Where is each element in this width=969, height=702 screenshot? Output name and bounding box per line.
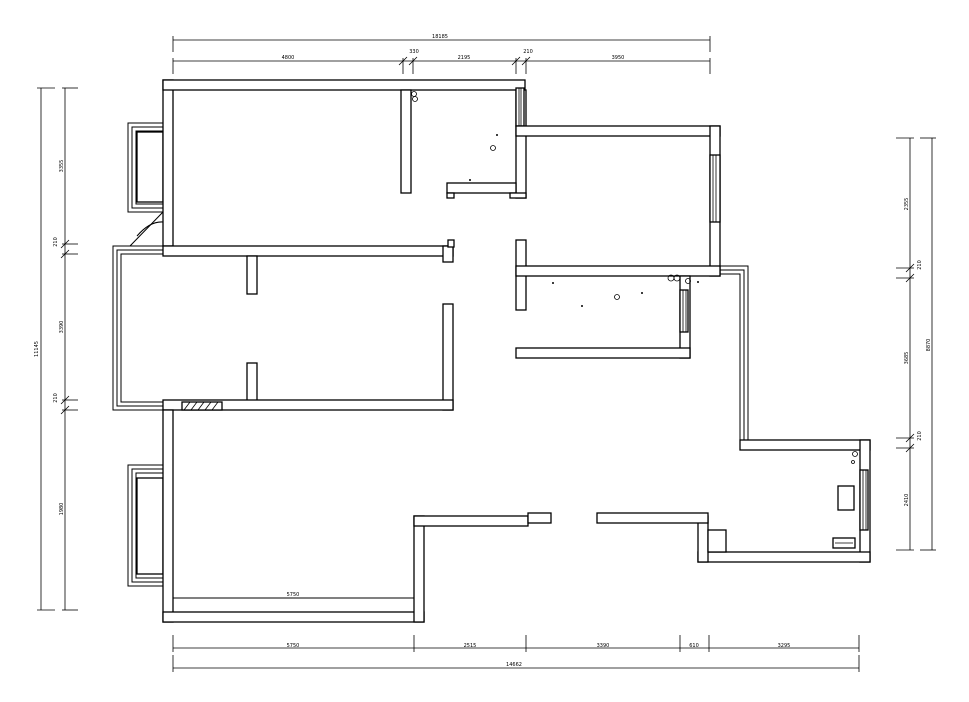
left-dimension-segment: 210 [53,237,59,247]
bottom-dimension-segment: 3390 [597,643,610,649]
left-dimension-segment: 3390 [59,321,65,334]
left-dimension-segment: 210 [53,393,59,403]
top-dimension-segment: 2195 [458,55,471,61]
bay-window-top-left [127,122,164,213]
bottom-overall-dimension: 14662 [506,662,522,668]
left-dimension-lines: 11145 3355 210 3390 210 1980 [34,87,78,611]
top-dimension-segment: 3950 [612,55,625,61]
top-dimension-segment: 330 [409,49,419,55]
left-dimension-segment: 3355 [59,160,65,173]
right-dimension-segment: 2410 [904,494,910,507]
bottom-dimension-segment: 5750 [287,643,300,649]
right-dimension-segment: 2355 [904,198,910,211]
bottom-dimension-segment: 610 [689,643,699,649]
walls [162,79,871,623]
right-dimension-segment: 210 [917,260,923,270]
top-dimension-lines: 18185 4800 330 2195 210 3950 [172,34,711,74]
bottom-dimension-segment: 2515 [464,643,477,649]
bay-window-middle-left [112,245,163,411]
bottom-dimension-lines: 5750 2515 3390 610 3295 14662 [172,635,860,672]
door-swing-top-left [129,211,164,247]
interior-dimension-label: 5750 [287,592,300,598]
left-overall-dimension: 11145 [34,341,40,357]
bottom-dimension-segment: 3295 [778,643,791,649]
top-overall-dimension: 18185 [432,34,448,40]
top-dimension-segment: 210 [523,49,533,55]
right-dimension-segment: 210 [917,431,923,441]
left-dimension-segment: 1980 [59,503,65,516]
right-overall-dimension: 8870 [926,339,932,352]
right-dimension-segment: 3685 [904,352,910,365]
right-dimension-lines: 2355 210 3685 210 2410 8870 [896,137,936,551]
hatched-threshold [181,401,223,411]
bay-window-bottom-left [127,464,164,587]
fixtures [411,91,858,549]
top-dimension-segment: 4800 [282,55,295,61]
